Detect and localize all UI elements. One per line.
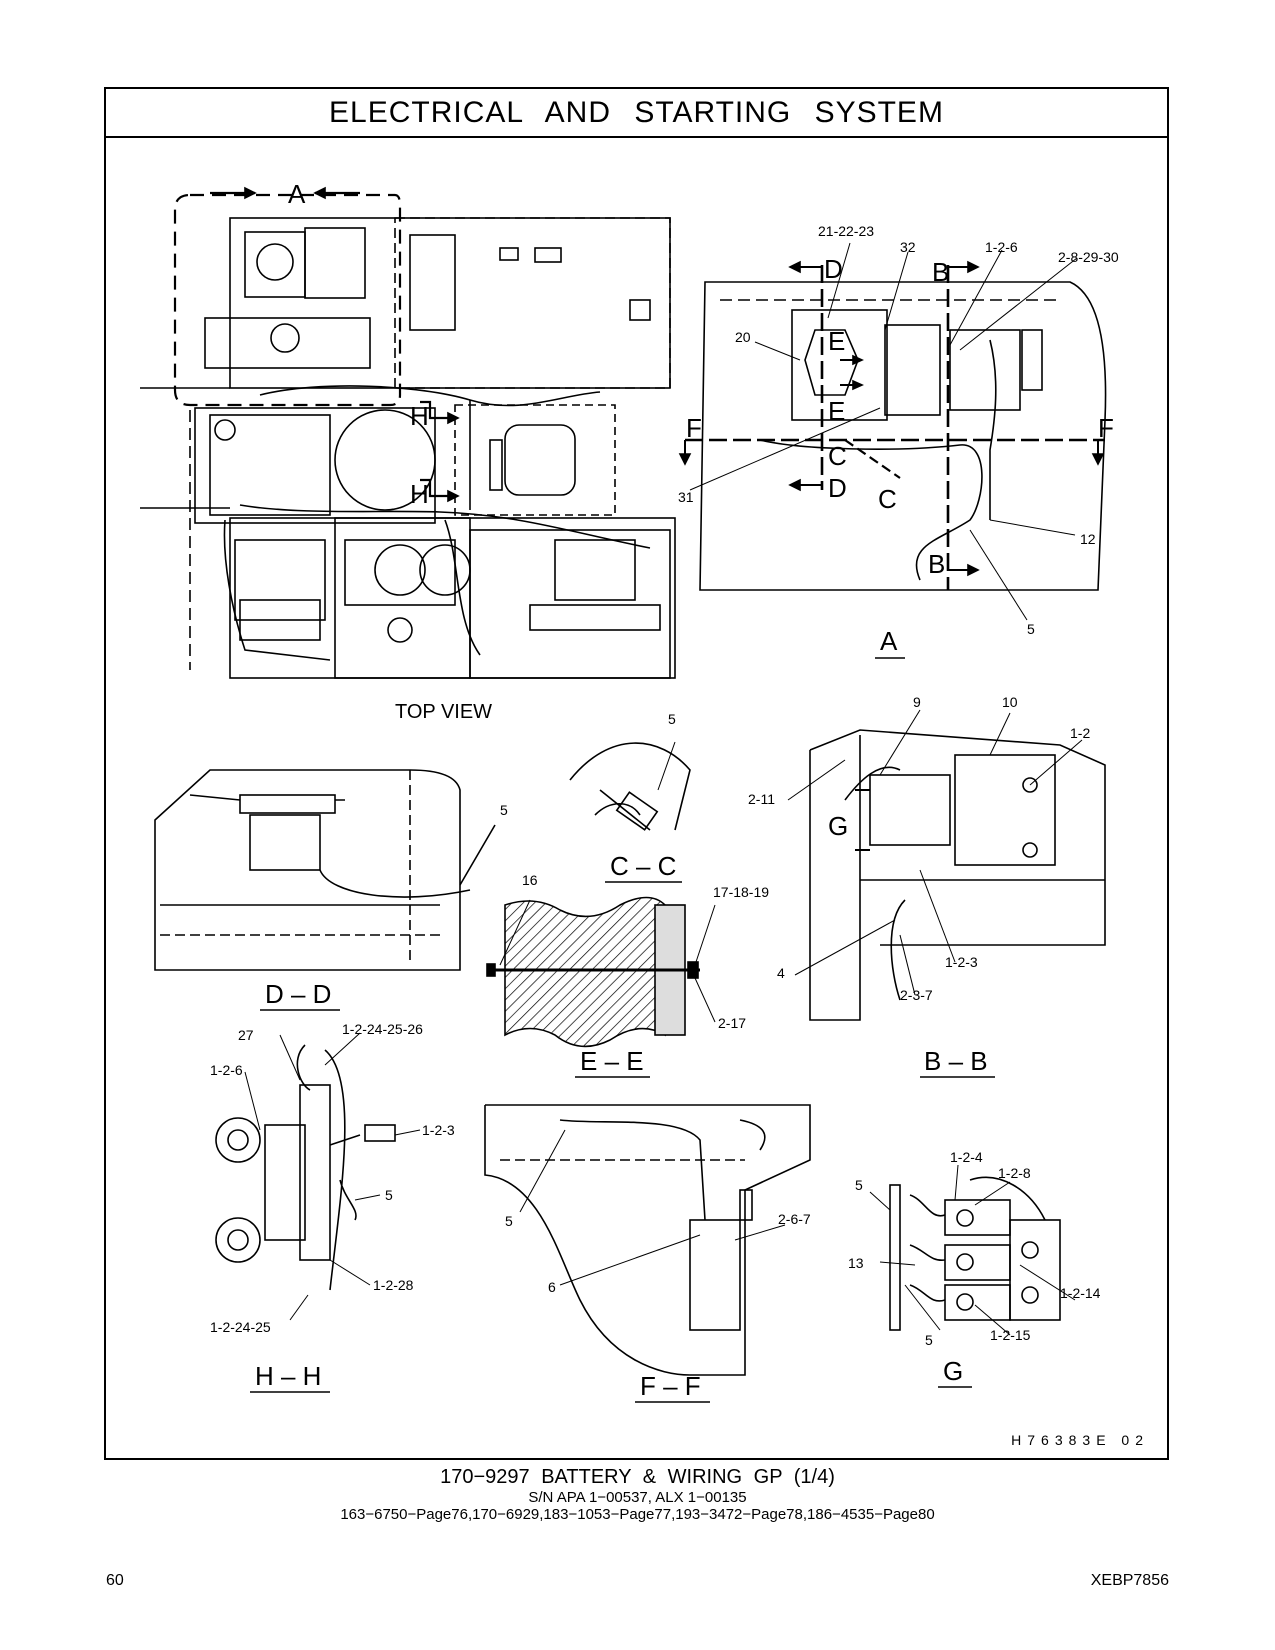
- callout-2-17: 2-17: [718, 1015, 746, 1031]
- callout-5-hh: 5: [385, 1187, 393, 1203]
- detail-a-f-marker-left: F: [686, 413, 702, 443]
- top-view-h-marker-upper: H: [410, 401, 429, 431]
- document-code: XEBP7856: [1090, 1572, 1169, 1589]
- callout-5-ff: 5: [505, 1213, 513, 1229]
- callout-1-2-15: 1-2-15: [990, 1327, 1031, 1343]
- detail-a-c-marker-upper: C: [828, 441, 847, 471]
- callout-1-2-3-hh: 1-2-3: [422, 1122, 455, 1138]
- top-view-a-marker: A: [288, 179, 306, 209]
- view-a-label: A: [880, 626, 898, 656]
- section-dd-drawing: [154, 769, 496, 971]
- view-g-drawing: [869, 1164, 1076, 1336]
- callout-21-22-23: 21-22-23: [818, 223, 874, 239]
- callout-1-2-24-25-26: 1-2-24-25-26: [342, 1021, 423, 1037]
- callout-5-dd: 5: [500, 802, 508, 818]
- top-view-drawing: [140, 186, 676, 679]
- detail-a-e-marker-upper: E: [828, 326, 845, 356]
- callout-31: 31: [678, 489, 694, 505]
- top-view-label: TOP VIEW: [395, 701, 492, 723]
- title-band: ELECTRICAL AND STARTING SYSTEM: [106, 89, 1167, 138]
- view-g-label: G: [943, 1356, 963, 1386]
- caption-references: 163−6750−Page76,170−6929,183−1053−Page77…: [340, 1506, 935, 1523]
- section-ee-drawing: [486, 896, 716, 1048]
- callout-1-2-24-25: 1-2-24-25: [210, 1319, 271, 1335]
- callout-2-8-29-30: 2-8-29-30: [1058, 249, 1119, 265]
- callout-27: 27: [238, 1027, 254, 1043]
- callout-5-cc: 5: [668, 711, 676, 727]
- section-bb-g-marker: G: [828, 811, 848, 841]
- section-ff-drawing: [484, 1104, 811, 1376]
- section-hh-drawing: [215, 1032, 421, 1321]
- section-hh-label: H – H: [255, 1361, 321, 1391]
- callout-17-18-19: 17-18-19: [713, 884, 769, 900]
- callout-1-2-8: 1-2-8: [998, 1165, 1031, 1181]
- callout-1-2-6: 1-2-6: [985, 239, 1018, 255]
- callout-6: 6: [548, 1279, 556, 1295]
- section-dd-label: D – D: [265, 979, 331, 1009]
- detail-a-d-marker-upper: D: [824, 254, 843, 284]
- section-ff-label: F – F: [640, 1371, 701, 1401]
- callout-1-2-14: 1-2-14: [1060, 1285, 1101, 1301]
- callout-2-3-7: 2-3-7: [900, 987, 933, 1003]
- callout-1-2-28: 1-2-28: [373, 1277, 414, 1293]
- detail-a-d-marker-lower: D: [828, 473, 847, 503]
- callout-1-2-4: 1-2-4: [950, 1149, 983, 1165]
- callout-16: 16: [522, 872, 538, 888]
- detail-a-e-marker-lower: E: [828, 396, 845, 426]
- page-title: ELECTRICAL AND STARTING SYSTEM: [329, 96, 944, 129]
- top-view-h-marker-lower: H: [410, 479, 429, 509]
- section-cc-label: C – C: [610, 851, 676, 881]
- drawing-code: H76383E 02: [1011, 1432, 1149, 1448]
- callout-1-2-6-hh: 1-2-6: [210, 1062, 243, 1078]
- callout-1-2-b: 1-2: [1070, 725, 1090, 741]
- callout-32: 32: [900, 239, 916, 255]
- detail-a-b-marker-upper: B: [932, 257, 949, 287]
- callout-5-a: 5: [1027, 621, 1035, 637]
- callout-2-6-7: 2-6-7: [778, 1211, 811, 1227]
- callout-12: 12: [1080, 531, 1096, 547]
- detail-a-b-marker-lower: B: [928, 549, 945, 579]
- callout-13: 13: [848, 1255, 864, 1271]
- caption-serial: S/N APA 1−00537, ALX 1−00135: [528, 1489, 747, 1506]
- section-bb-label: B – B: [924, 1046, 988, 1076]
- caption-title: 170−9297 BATTERY & WIRING GP (1/4): [440, 1466, 835, 1488]
- callout-9: 9: [913, 694, 921, 710]
- detail-a-drawing: [678, 242, 1107, 621]
- callout-4: 4: [777, 965, 785, 981]
- diagram-frame: ELECTRICAL AND STARTING SYSTEM H76383E 0…: [104, 87, 1169, 1460]
- callout-10: 10: [1002, 694, 1018, 710]
- callout-1-2-3-b: 1-2-3: [945, 954, 978, 970]
- caption-block: 170−9297 BATTERY & WIRING GP (1/4) S/N A…: [0, 1466, 1275, 1523]
- callout-2-11: 2-11: [748, 791, 775, 807]
- detail-a-c-marker-lower: C: [878, 484, 897, 514]
- callout-5-g-lower: 5: [925, 1332, 933, 1348]
- page-number: 60: [106, 1572, 124, 1589]
- callout-5-g-upper: 5: [855, 1177, 863, 1193]
- detail-a-f-marker-right: F: [1098, 413, 1114, 443]
- callout-20: 20: [735, 329, 751, 345]
- section-cc-drawing: [569, 741, 691, 831]
- section-ee-label: E – E: [580, 1046, 644, 1076]
- section-bb-drawing: [787, 709, 1106, 1021]
